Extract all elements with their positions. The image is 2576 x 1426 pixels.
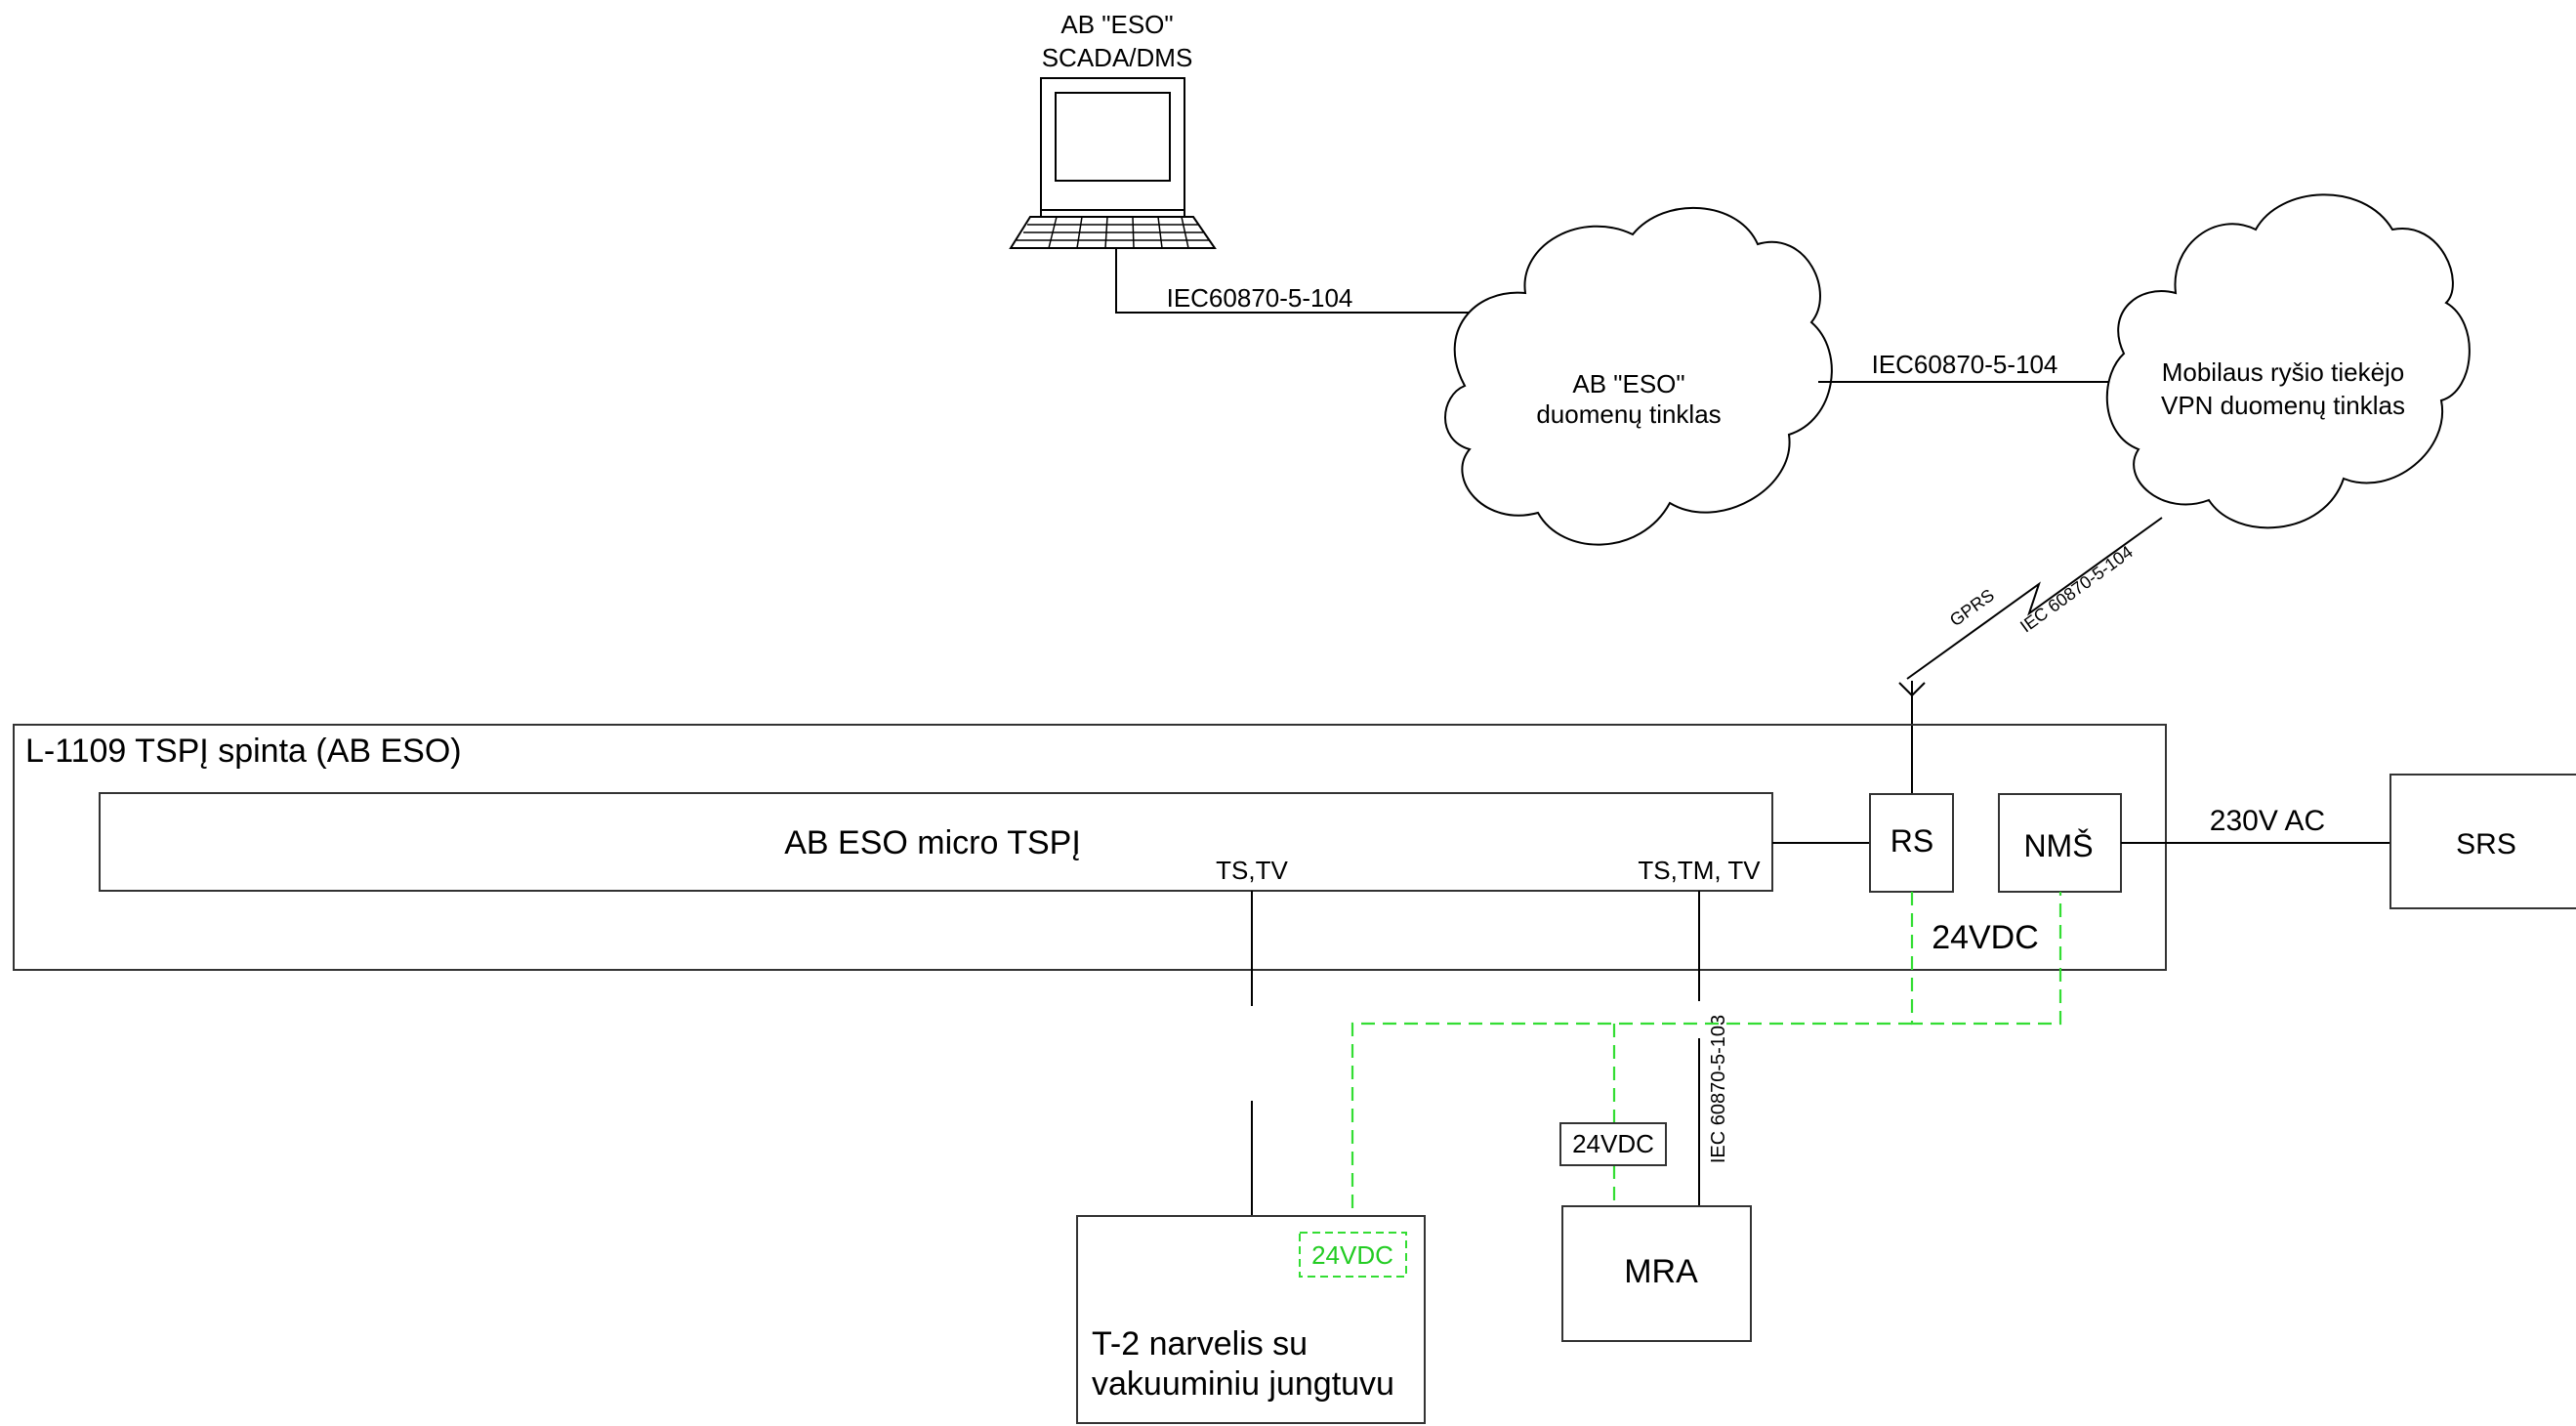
t2-cell-box — [1076, 1215, 1426, 1424]
t2-24vdc-label: 24VDC — [1311, 1240, 1393, 1270]
mobile-cloud-label-line1: Mobilaus ryšio tiekėjo — [2162, 357, 2405, 387]
scada-label-line1: AB "ESO" — [1060, 10, 1173, 39]
scada-eso-link — [1115, 248, 1509, 314]
srs-supply-label: 230V AC — [2210, 805, 2325, 837]
antenna-icon — [1898, 681, 1926, 799]
gprs-label: GPRS — [1946, 585, 1998, 630]
srs-box — [2389, 774, 2576, 909]
mra-label: MRA — [1624, 1253, 1698, 1290]
port-ts-tv-label: TS,TV — [1216, 856, 1288, 885]
micro-tspi-label: AB ESO micro TSPĮ — [784, 824, 1081, 861]
eso-cloud-label-line2: duomenų tinklas — [1536, 399, 1721, 429]
mra-protocol-label: IEC 60870-5-103 — [1708, 1015, 1729, 1163]
rs-label: RS — [1890, 823, 1933, 859]
mobile-cloud-label-line2: VPN duomenų tinklas — [2161, 391, 2405, 420]
mobile-cloud-icon — [2105, 193, 2471, 529]
t2-label-line2: vakuuminiu jungtuvu — [1092, 1365, 1394, 1403]
scada-label-line2: SCADA/DMS — [1042, 43, 1193, 72]
t2-24vdc-box — [1299, 1232, 1407, 1278]
micro-tspi-box — [99, 792, 1773, 892]
port-ts-tm-tv-label: TS,TM, TV — [1638, 856, 1761, 885]
mra-box — [1561, 1205, 1752, 1342]
eso-mobile-protocol-label: IEC60870-5-104 — [1872, 350, 2058, 379]
rs-box — [1869, 793, 1954, 893]
eso-cloud-label-line1: AB "ESO" — [1572, 369, 1684, 398]
scada-eso-protocol-label: IEC60870-5-104 — [1167, 283, 1353, 313]
wireless-link — [1906, 517, 2163, 680]
wireless-protocol-label: IEC 60870-5-104 — [2016, 542, 2137, 637]
cabinet-24vdc-label: 24VDC — [1932, 919, 2039, 956]
cabinet-frame — [13, 724, 2167, 971]
eso-cloud-icon — [1444, 206, 1833, 546]
t2-label-line1: T-2 narvelis su — [1092, 1325, 1308, 1363]
srs-label: SRS — [2456, 828, 2516, 860]
mra-24vdc-box — [1559, 1122, 1667, 1166]
scada-computer-icon — [1009, 77, 1217, 249]
t2-24vdc-wire — [1350, 1022, 1912, 1226]
nms-label: NMŠ — [2023, 828, 2093, 863]
cabinet-title: L-1109 TSPĮ spinta (AB ESO) — [25, 733, 462, 770]
mra-24vdc-label: 24VDC — [1572, 1129, 1654, 1158]
cabinet-24vdc-wire — [1910, 892, 2062, 1026]
